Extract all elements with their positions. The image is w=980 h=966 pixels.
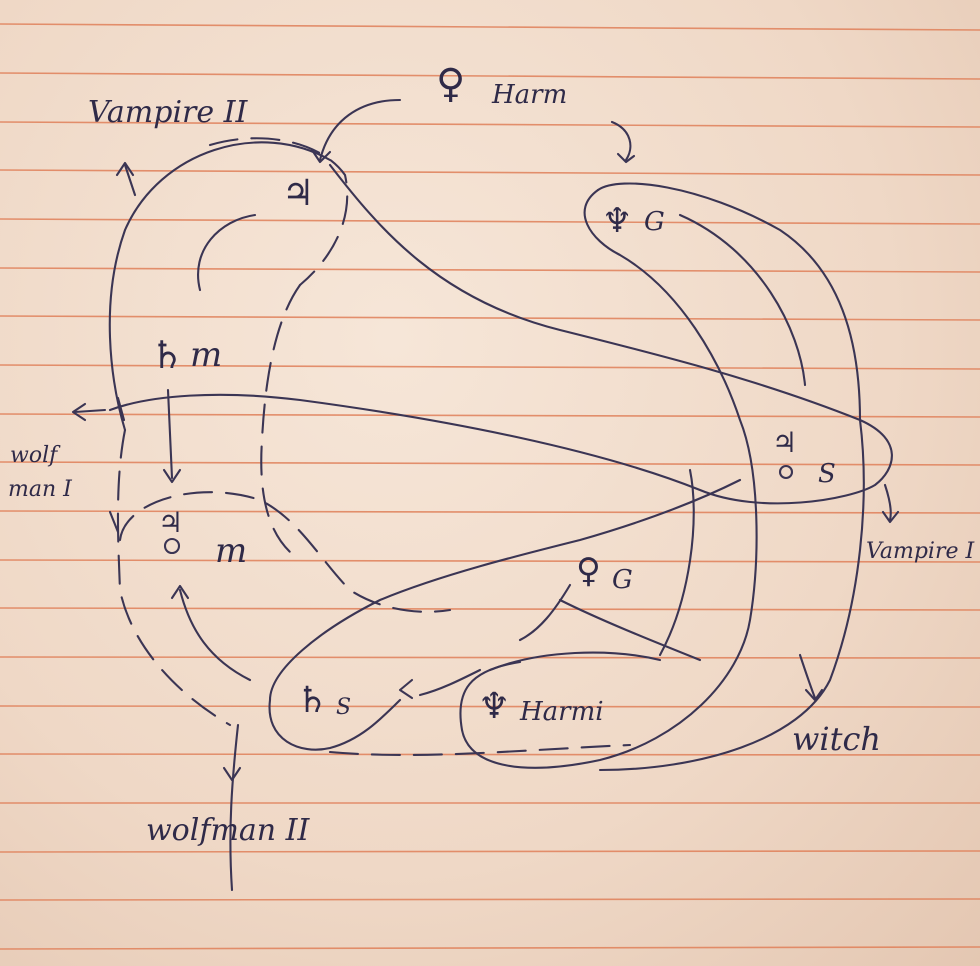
label-wolfman-1-line2: man I bbox=[8, 477, 73, 502]
label-wolfman-2: wolfman II bbox=[146, 813, 310, 848]
label-vampire-2: Vampire II bbox=[88, 95, 249, 130]
neptune-g-glyph: ♆ bbox=[602, 201, 632, 241]
node-venus-g: ♀ G bbox=[576, 551, 633, 595]
jupiter-moon-glyph: ♃ bbox=[158, 506, 183, 539]
top-h-text: Harm bbox=[491, 80, 567, 110]
saturn-m-text: m bbox=[190, 335, 222, 375]
connector-lines bbox=[73, 100, 898, 890]
venus-g-text: G bbox=[612, 565, 633, 595]
saturn-s-text: S bbox=[336, 695, 351, 720]
node-top-h: ♀ Harm bbox=[436, 61, 567, 110]
jupiter-glyph: ♃ bbox=[282, 173, 314, 214]
node-saturn-s: ♄ S bbox=[296, 680, 351, 721]
node-neptune-harmi: ♆ Harmi bbox=[478, 686, 604, 727]
label-wolfman-1-line1: wolf bbox=[10, 443, 61, 468]
node-jupiter-moon-m: ♃ m bbox=[158, 506, 247, 571]
top-h-glyph: ♀ bbox=[436, 61, 465, 107]
venus-g-glyph: ♀ bbox=[576, 551, 601, 591]
jupiter-os-text: S bbox=[818, 459, 836, 489]
saturn-s-glyph: ♄ bbox=[296, 680, 328, 721]
node-jupiter-os: ♃ S bbox=[772, 426, 836, 489]
label-witch: witch bbox=[792, 720, 881, 758]
neptune-g-text: G bbox=[644, 207, 665, 237]
saturn-m-glyph: ♄ bbox=[150, 333, 184, 377]
label-vampire-1: Vampire I bbox=[866, 539, 975, 564]
jupiter-moon-text: m bbox=[215, 531, 247, 571]
node-neptune-g: ♆ G bbox=[602, 201, 665, 241]
node-saturn-m: ♄ m bbox=[150, 333, 222, 377]
neptune-harmi-text: Harmi bbox=[519, 697, 604, 727]
jupiter-os-glyph: ♃ bbox=[772, 426, 797, 459]
os-circle bbox=[780, 466, 792, 478]
neptune-harmi-glyph: ♆ bbox=[478, 686, 510, 727]
moon-circle bbox=[165, 539, 179, 553]
node-jupiter: ♃ bbox=[282, 173, 314, 214]
